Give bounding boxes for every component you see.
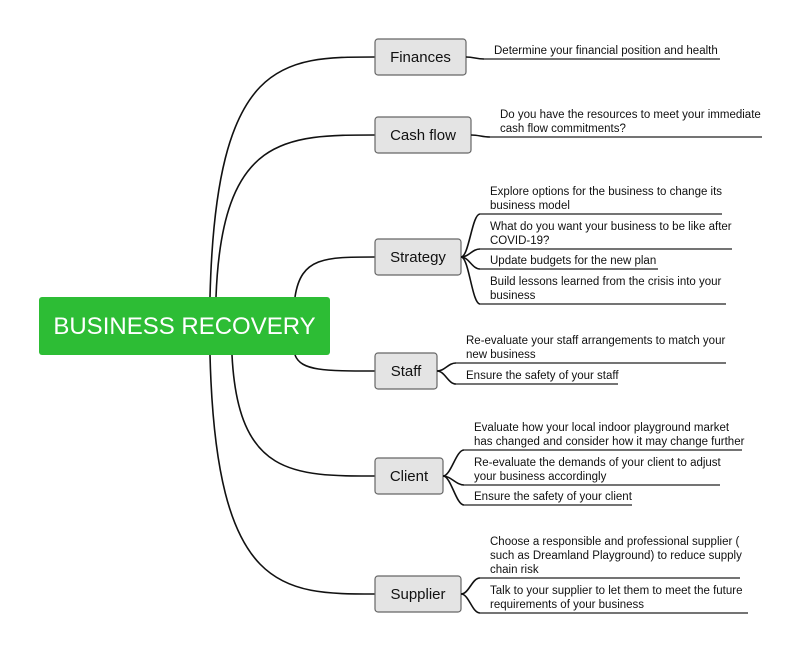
branch-label: Supplier [390, 586, 445, 603]
edge-leaf [470, 134, 491, 138]
edge-leaf [460, 248, 481, 258]
leaf-item-strategy-2[interactable]: What do you want your business to be lik… [460, 221, 732, 258]
root-label: BUSINESS RECOVERY [53, 313, 315, 340]
leaf-item-supplier-2[interactable]: Talk to your supplier to let them to mee… [460, 585, 748, 614]
leaf-item-finances-1[interactable]: Determine your financial position and he… [465, 45, 720, 60]
leaf-text-line: What do you want your business to be lik… [490, 221, 732, 233]
edge-root-cash-flow [215, 134, 376, 298]
branch-node-client[interactable]: Client [374, 457, 444, 495]
branch-node-staff[interactable]: Staff [374, 352, 438, 390]
edge-leaf [436, 370, 457, 385]
branch-label: Finances [390, 49, 451, 66]
leaf-text-line: business model [490, 200, 570, 212]
leaf-item-client-1[interactable]: Evaluate how your local indoor playgroun… [442, 422, 745, 477]
branch-label: Staff [391, 363, 422, 380]
root-node[interactable]: BUSINESS RECOVERY [39, 297, 330, 355]
leaf-text-line: Evaluate how your local indoor playgroun… [474, 422, 730, 434]
leaf-text-line: Ensure the safety of your client [474, 491, 633, 503]
branch-node-supplier[interactable]: Supplier [374, 575, 462, 613]
edge-leaf [460, 213, 481, 258]
leaf-text-line: Update budgets for the new plan [490, 255, 656, 267]
leaf-item-supplier-1[interactable]: Choose a responsible and professional su… [460, 536, 742, 595]
leaf-text-line: new business [466, 349, 536, 361]
branch-node-strategy[interactable]: Strategy [374, 238, 462, 276]
branch-label: Cash flow [390, 127, 456, 144]
leaf-item-staff-2[interactable]: Ensure the safety of your staff [436, 370, 619, 385]
leaf-item-client-3[interactable]: Ensure the safety of your client [442, 475, 633, 506]
leaf-item-staff-1[interactable]: Re-evaluate your staff arrangements to m… [436, 335, 726, 372]
leaf-item-cash-flow-1[interactable]: Do you have the resources to meet your i… [470, 109, 762, 138]
edge-root-strategy [294, 256, 376, 298]
leaf-item-client-2[interactable]: Re-evaluate the demands of your client t… [442, 457, 722, 486]
edge-leaf [460, 593, 481, 614]
edge-root-finances [209, 56, 376, 298]
edge-root-staff [294, 354, 376, 372]
leaf-item-strategy-3[interactable]: Update budgets for the new plan [460, 255, 658, 270]
branch-label: Strategy [390, 249, 446, 266]
leaf-text-line: Talk to your supplier to let them to mee… [490, 585, 743, 597]
leaf-text-line: business [490, 290, 536, 302]
branch-node-cash-flow[interactable]: Cash flow [374, 116, 472, 154]
leaf-text-line: Choose a responsible and professional su… [490, 536, 739, 548]
leaf-text-line: such as Dreamland Playground) to reduce … [490, 550, 742, 562]
leaf-text-line: requirements of your business [490, 599, 644, 611]
leaf-text-line: Ensure the safety of your staff [466, 370, 619, 382]
leaf-text-line: Re-evaluate your staff arrangements to m… [466, 335, 725, 347]
branch-node-finances[interactable]: Finances [374, 38, 467, 76]
edge-root-supplier [209, 354, 376, 595]
leaf-text-line: your business accordingly [474, 471, 607, 483]
edge-leaf [442, 449, 465, 477]
edge-root-client [231, 354, 376, 477]
edge-leaf [460, 577, 481, 595]
leaf-text-line: Build lessons learned from the crisis in… [490, 276, 722, 288]
leaf-text-line: Determine your financial position and he… [494, 45, 718, 57]
leaf-text-line: cash flow commitments? [500, 123, 626, 135]
edge-leaf [436, 362, 457, 372]
leaf-text-line: Do you have the resources to meet your i… [500, 109, 761, 121]
edge-leaf [465, 56, 485, 60]
leaf-text-line: Explore options for the business to chan… [490, 186, 722, 198]
leaf-text-line: has changed and consider how it may chan… [474, 436, 745, 448]
leaf-text-line: Re-evaluate the demands of your client t… [474, 457, 722, 469]
branch-label: Client [390, 468, 429, 485]
edge-leaf [442, 475, 465, 506]
leaf-item-strategy-4[interactable]: Build lessons learned from the crisis in… [460, 256, 726, 305]
edge-leaf [460, 256, 481, 305]
leaf-text-line: COVID-19? [490, 235, 549, 247]
leaf-item-strategy-1[interactable]: Explore options for the business to chan… [460, 186, 722, 258]
leaf-text-line: chain risk [490, 564, 539, 576]
